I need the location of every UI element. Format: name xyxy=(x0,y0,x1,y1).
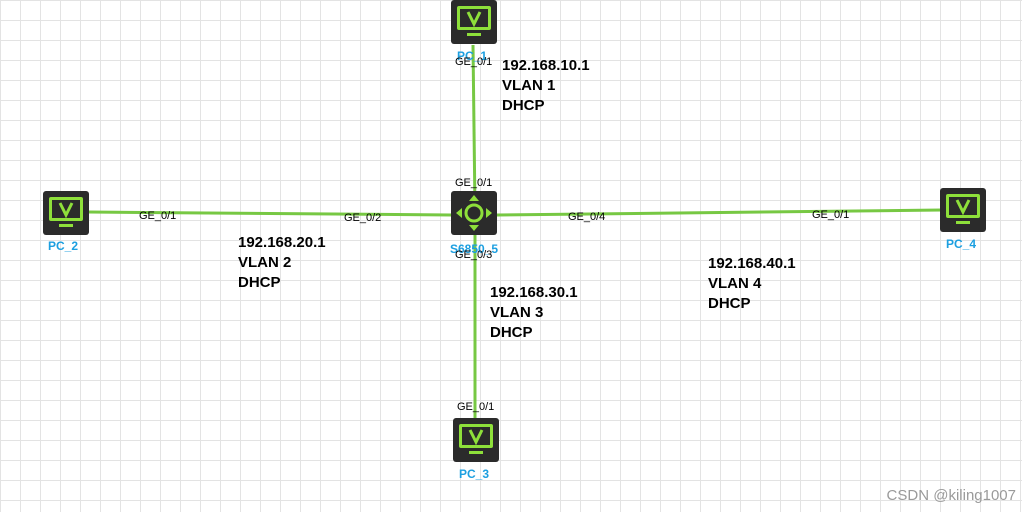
pc2-node[interactable] xyxy=(43,191,89,235)
pc1-node[interactable] xyxy=(451,0,497,44)
port-label-pc4: GE_0/1 xyxy=(812,209,850,221)
link-switch-pc4[interactable] xyxy=(496,208,943,217)
pc3-node[interactable] xyxy=(453,418,499,462)
vlan2-name: VLAN 2 xyxy=(238,254,292,271)
vlan4-ip: 192.168.40.1 xyxy=(708,255,796,272)
pc4-label: PC_4 xyxy=(946,237,977,251)
vlan2-info: 192.168.20.1 VLAN 2 DHCP xyxy=(238,233,326,293)
watermark-text: CSDN @kiling1007 xyxy=(886,487,1016,504)
monitor-v-icon xyxy=(940,188,986,232)
port-label-pc1: GE_0/1 xyxy=(455,56,493,68)
switch-node[interactable] xyxy=(451,191,497,235)
pc3-label: PC_3 xyxy=(459,467,490,481)
port-label-switch-ge3: GE_0/3 xyxy=(455,249,493,261)
vlan4-info: 192.168.40.1 VLAN 4 DHCP xyxy=(708,254,796,314)
vlan3-name: VLAN 3 xyxy=(490,304,544,321)
router-arrows-icon xyxy=(451,191,497,235)
port-label-switch-ge1: GE_0/1 xyxy=(455,177,493,189)
port-label-switch-ge4: GE_0/4 xyxy=(568,211,606,223)
port-label-switch-ge2: GE_0/2 xyxy=(344,212,382,224)
vlan3-ip: 192.168.30.1 xyxy=(490,284,578,301)
link-pc2-switch[interactable] xyxy=(87,210,453,217)
vlan1-info: 192.168.10.1 VLAN 1 DHCP xyxy=(502,56,590,116)
pc1-label: PC_1 xyxy=(457,49,488,63)
vlan1-name: VLAN 1 xyxy=(502,77,556,94)
vlan3-service: DHCP xyxy=(490,324,533,341)
vlan4-name: VLAN 4 xyxy=(708,275,762,292)
vlan3-info: 192.168.30.1 VLAN 3 DHCP xyxy=(490,283,578,343)
port-label-pc2: GE_0/1 xyxy=(139,210,177,222)
pc2-label: PC_2 xyxy=(48,239,79,253)
vlan4-service: DHCP xyxy=(708,295,751,312)
vlan1-ip: 192.168.10.1 xyxy=(502,57,590,74)
vlan2-ip: 192.168.20.1 xyxy=(238,234,326,251)
vlan2-service: DHCP xyxy=(238,274,281,291)
monitor-v-icon xyxy=(43,191,89,235)
link-pc1-switch[interactable] xyxy=(471,44,477,211)
pc4-node[interactable] xyxy=(940,188,986,232)
switch-label: S6850_5 xyxy=(450,242,499,256)
vlan1-service: DHCP xyxy=(502,97,545,114)
monitor-v-icon xyxy=(451,0,497,44)
monitor-v-icon xyxy=(453,418,499,462)
port-label-pc3: GE_0/1 xyxy=(457,401,495,413)
